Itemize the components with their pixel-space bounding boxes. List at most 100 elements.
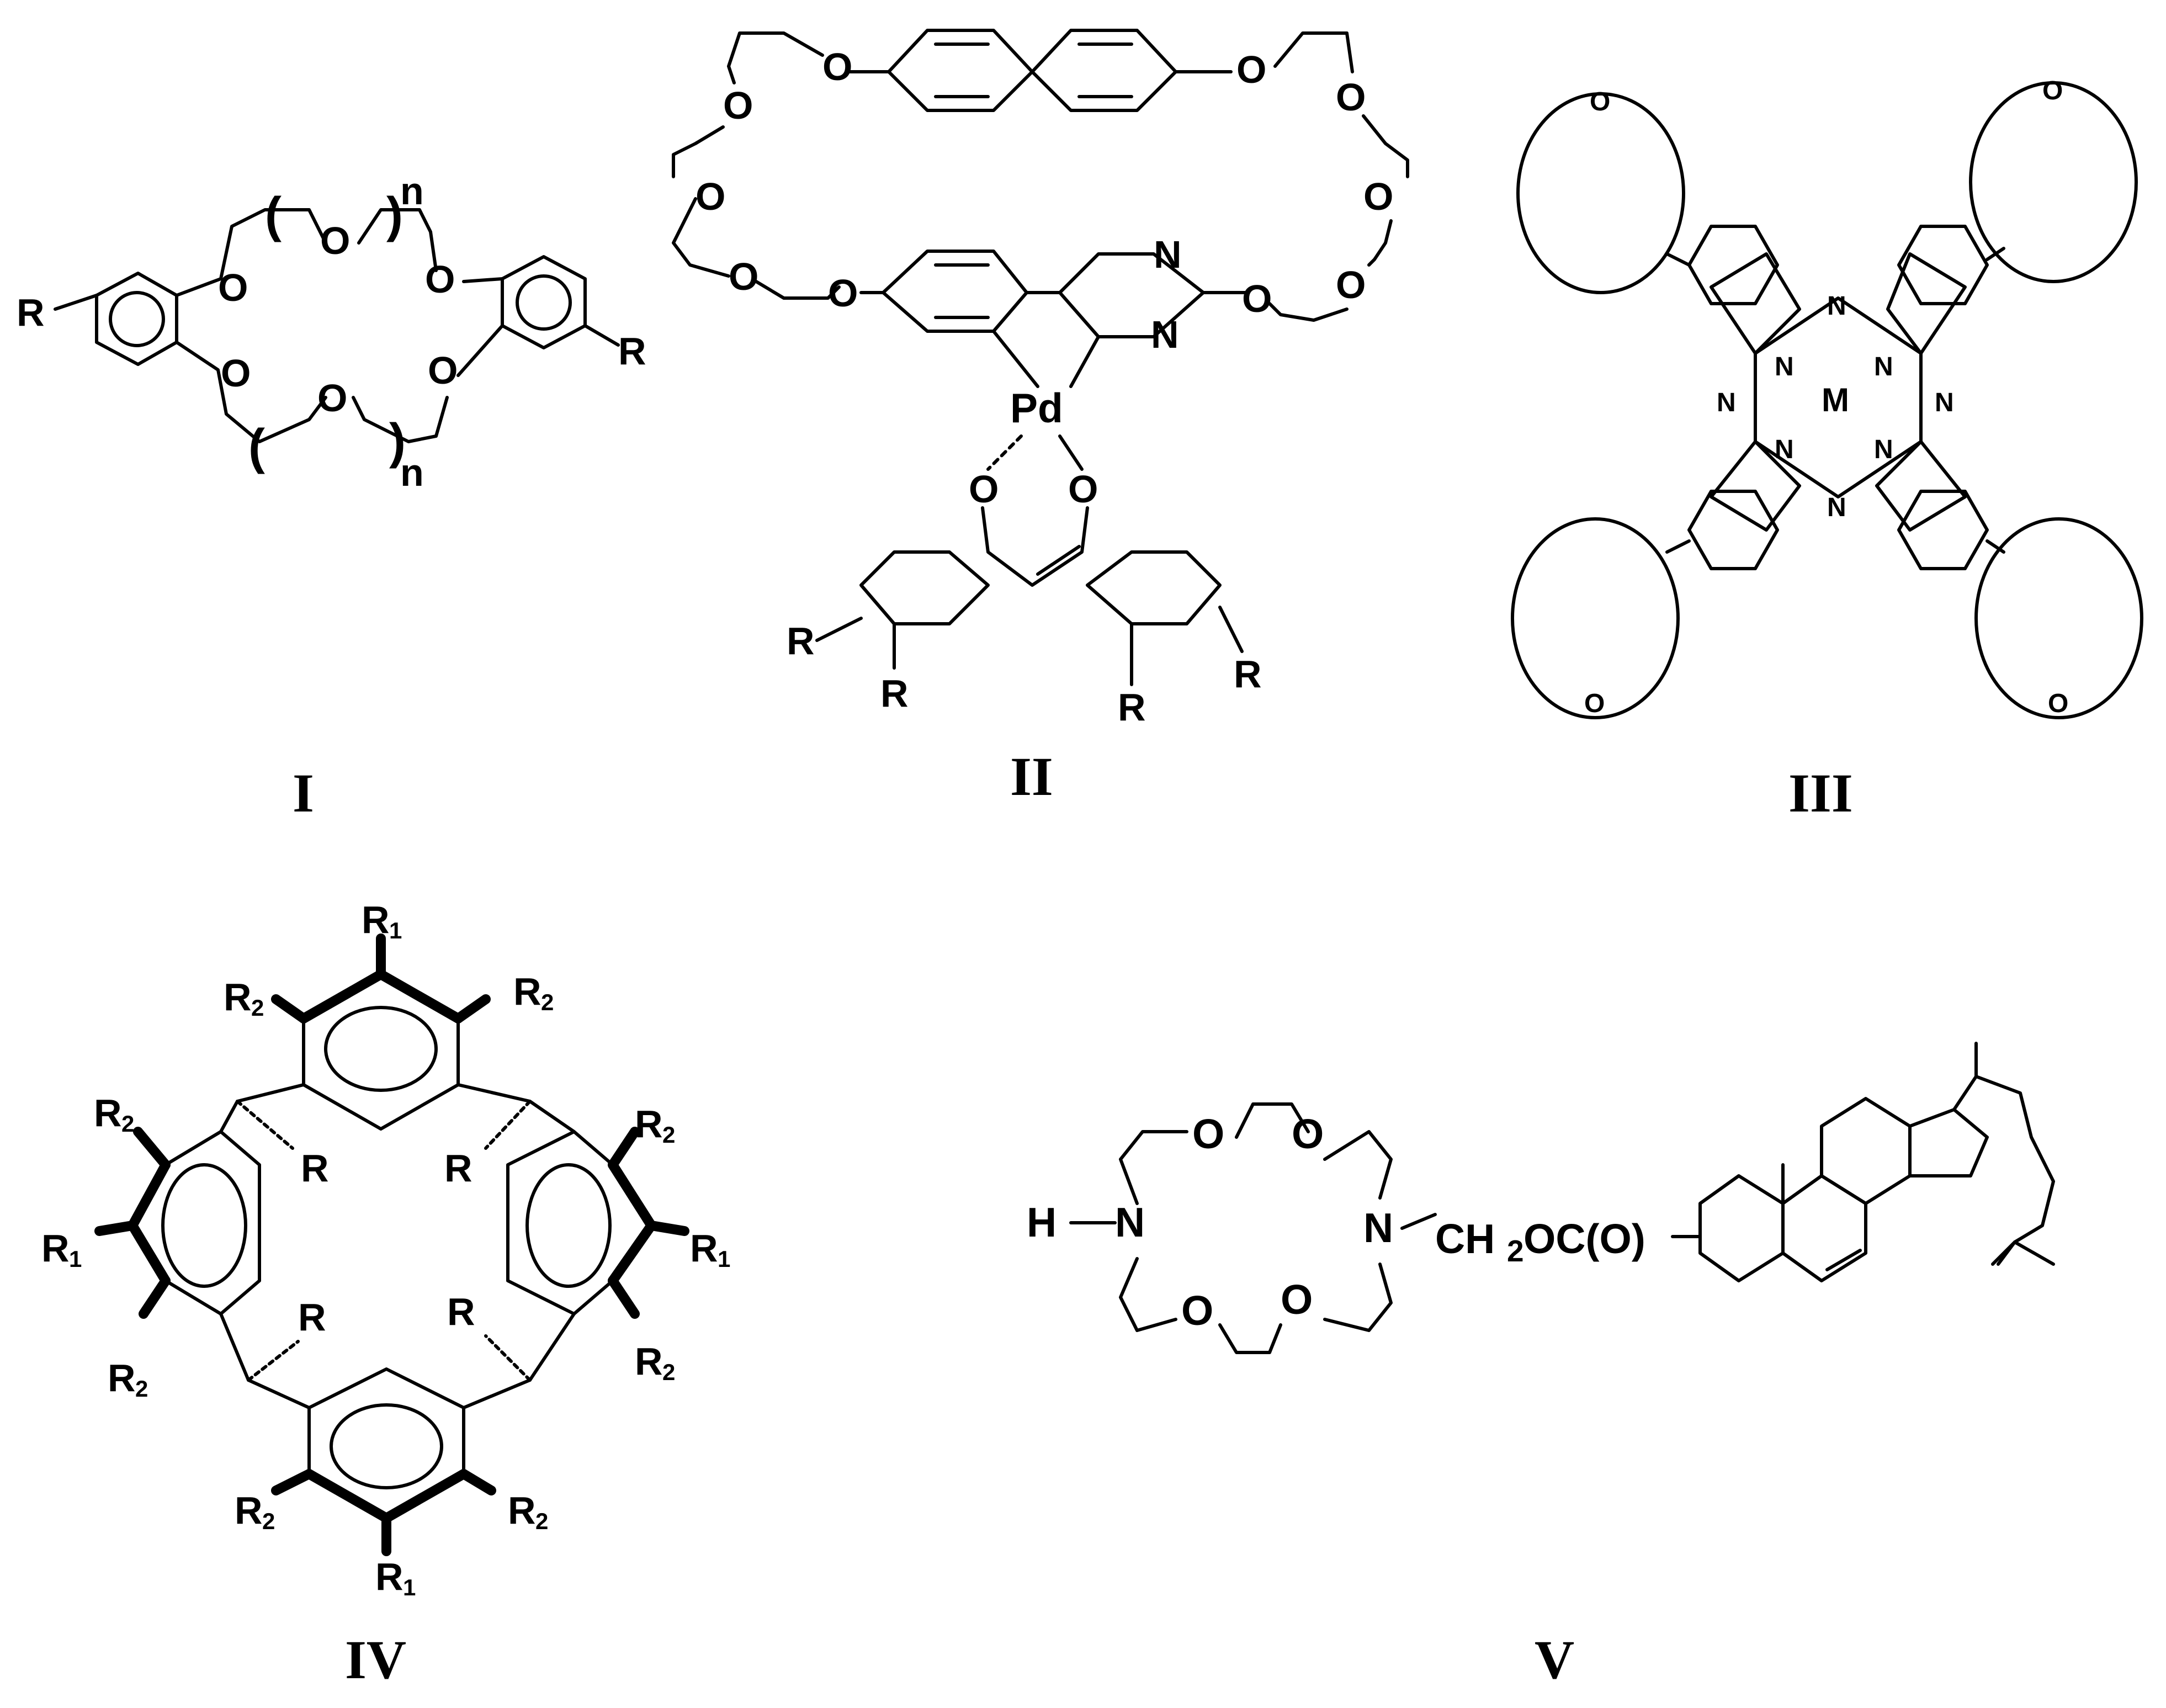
- oxygen-atom: O: [1590, 87, 1610, 116]
- substituent-r: R: [444, 1147, 473, 1190]
- substituent-r: R: [787, 619, 815, 662]
- oxygen-atom: O: [1363, 175, 1393, 218]
- oxygen-atom: O: [723, 84, 753, 127]
- svg-text:R: R: [41, 1227, 70, 1270]
- aromatic-circle: [324, 1006, 438, 1092]
- repeat-index-n: n: [400, 451, 424, 494]
- oxygen-atom: O: [1242, 277, 1272, 320]
- oxygen-atom: O: [1192, 1111, 1224, 1157]
- structure-III: M N N N N N N N N O O O O III: [1511, 76, 2143, 824]
- structure-V: H N N O O O O CH 2 OC(O) V: [1027, 1042, 2055, 1690]
- oxygen-atom: O: [425, 258, 455, 301]
- svg-text:2: 2: [121, 1111, 134, 1137]
- benzo-ring: [1687, 490, 1779, 570]
- nitrogen-atom: N: [1874, 352, 1893, 381]
- nitrogen-atom: N: [1151, 313, 1179, 356]
- crown-ether-ring: [1516, 92, 1685, 294]
- structure-I: R R O O O O O O ( ) n ( ) n I: [17, 169, 646, 824]
- svg-text:2: 2: [1507, 1234, 1524, 1268]
- pyrimidine-ring: [1058, 252, 1205, 338]
- oxygen-atom: O: [1281, 1276, 1313, 1323]
- oxygen-atom: O: [828, 272, 858, 315]
- crown-ether-ring: [1511, 517, 1680, 719]
- nitrogen-atom: N: [1775, 352, 1794, 381]
- steroid-ring-c: [1820, 1097, 1912, 1205]
- aromatic-circle: [525, 1163, 612, 1288]
- svg-text:R: R: [508, 1489, 536, 1532]
- nitrogen-atom: N: [1874, 435, 1893, 464]
- structure-label: II: [1010, 746, 1053, 807]
- crown-ether-ring: [1969, 81, 2138, 283]
- parenthesis: ): [389, 414, 406, 469]
- aromatic-circle: [516, 274, 572, 331]
- palladium-atom: Pd: [1010, 385, 1063, 431]
- oxygen-atom: O: [969, 468, 999, 511]
- benzene-ring: [882, 250, 1028, 333]
- oxygen-atom: O: [1292, 1111, 1324, 1157]
- oxygen-atom: O: [428, 349, 458, 392]
- svg-text:2: 2: [262, 1508, 275, 1534]
- svg-text:R: R: [108, 1356, 136, 1399]
- substituent-r: R: [447, 1290, 475, 1333]
- svg-text:OC(O): OC(O): [1523, 1216, 1645, 1262]
- aromatic-circle: [330, 1403, 443, 1489]
- svg-text:1: 1: [403, 1574, 416, 1600]
- benzene-ring: [887, 29, 1034, 112]
- substituent-r: R: [301, 1147, 329, 1190]
- steroid-ring-b: [1781, 1174, 1867, 1282]
- crown-ether-ring: [1974, 517, 2143, 719]
- steroid-ring-a: [1698, 1174, 1785, 1282]
- nitrogen-atom: N: [1827, 493, 1846, 522]
- benzene-ring: [859, 550, 990, 625]
- nitrogen-atom: N: [1717, 388, 1736, 417]
- aromatic-ring: [506, 1130, 653, 1316]
- structure-II: O O O O O O O O O O N N Pd O O R R R R I…: [672, 29, 1409, 807]
- benzene-ring: [1086, 550, 1222, 625]
- nitrogen-atom: N: [1827, 291, 1846, 321]
- oxygen-atom: O: [1181, 1287, 1213, 1334]
- svg-text:2: 2: [541, 989, 554, 1015]
- benzo-ring: [1687, 225, 1779, 305]
- oxygen-atom: O: [320, 219, 350, 262]
- svg-text:R: R: [635, 1102, 663, 1145]
- oxygen-atom: O: [729, 255, 758, 298]
- svg-text:R: R: [224, 975, 252, 1019]
- oxygen-atom: O: [2042, 76, 2063, 105]
- benzo-ring: [1897, 490, 1989, 570]
- substituent-r: R: [618, 330, 646, 373]
- oxygen-atom: O: [696, 175, 725, 218]
- structure-label: V: [1535, 1629, 1574, 1690]
- svg-text:2: 2: [535, 1508, 548, 1534]
- parenthesis: (: [248, 420, 265, 475]
- parenthesis: (: [265, 188, 282, 243]
- substituent-r: R: [298, 1296, 326, 1339]
- oxygen-atom: O: [221, 352, 251, 395]
- substituent-r: R: [1118, 686, 1146, 729]
- svg-text:R: R: [375, 1555, 404, 1598]
- svg-text:R: R: [690, 1227, 718, 1270]
- structure-label: I: [293, 762, 314, 824]
- oxygen-atom: O: [1584, 689, 1605, 718]
- svg-text:CH: CH: [1435, 1216, 1495, 1262]
- benzene-ring: [1031, 29, 1177, 112]
- nitrogen-atom: N: [1935, 388, 1954, 417]
- substituent-r: R: [1234, 653, 1262, 696]
- structure-label: III: [1788, 762, 1853, 824]
- ester-linker: CH 2 OC(O): [1435, 1216, 1645, 1268]
- aromatic-circle: [161, 1163, 247, 1288]
- structure-label: IV: [345, 1629, 406, 1690]
- svg-text:R: R: [635, 1340, 663, 1383]
- oxygen-atom: O: [2048, 689, 2068, 718]
- oxygen-atom: O: [1068, 468, 1098, 511]
- svg-text:1: 1: [69, 1246, 82, 1272]
